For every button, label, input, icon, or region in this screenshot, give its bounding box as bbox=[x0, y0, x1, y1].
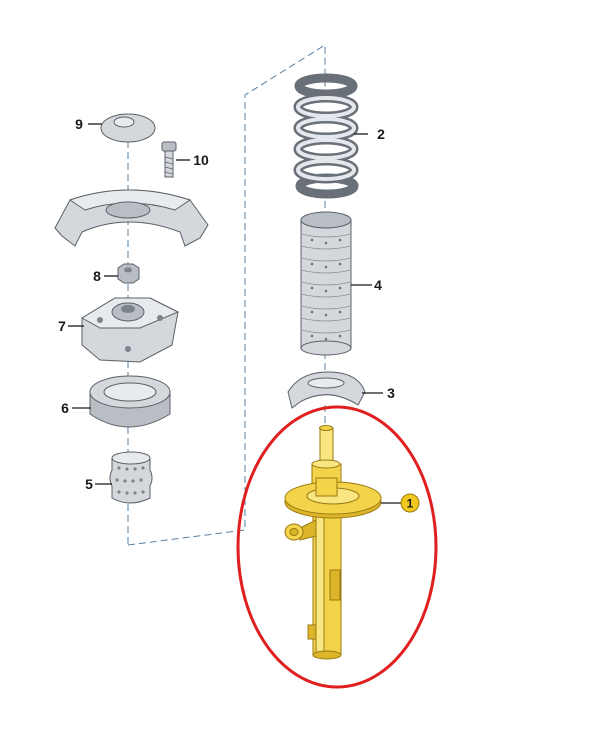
callout-2[interactable]: 2 bbox=[377, 126, 385, 142]
part-4-protective-boot[interactable] bbox=[300, 211, 352, 356]
callout-leaders bbox=[68, 123, 402, 504]
callout-5[interactable]: 5 bbox=[85, 476, 93, 492]
callout-9[interactable]: 9 bbox=[75, 116, 83, 132]
part-5-bump-stop[interactable] bbox=[109, 451, 153, 504]
part-10-bolt[interactable] bbox=[161, 141, 177, 178]
callout-1[interactable]: 1 bbox=[407, 497, 414, 511]
callout-7[interactable]: 7 bbox=[58, 318, 66, 334]
part-8-nut[interactable] bbox=[117, 263, 140, 284]
callout-10[interactable]: 10 bbox=[193, 152, 209, 168]
callout-labels: 1 2 3 4 5 6 7 8 9 10 bbox=[58, 116, 420, 513]
callout-3[interactable]: 3 bbox=[387, 385, 395, 401]
callout-6[interactable]: 6 bbox=[61, 400, 69, 416]
callout-8[interactable]: 8 bbox=[93, 268, 101, 284]
highlight-ellipse bbox=[236, 405, 438, 689]
part-1-shock-absorber[interactable] bbox=[284, 425, 382, 660]
part-2-coil-spring[interactable] bbox=[293, 73, 359, 199]
part-6-strut-bearing[interactable] bbox=[89, 375, 171, 428]
callout-4[interactable]: 4 bbox=[374, 277, 382, 293]
part-7-strut-mount[interactable] bbox=[81, 297, 180, 363]
assembly-guide-lines bbox=[127, 44, 326, 546]
part-9-protective-cap[interactable] bbox=[100, 113, 156, 143]
part-3-spring-seat[interactable] bbox=[287, 371, 366, 409]
splash-shield[interactable] bbox=[54, 189, 209, 247]
callout-1-badge bbox=[400, 493, 420, 513]
